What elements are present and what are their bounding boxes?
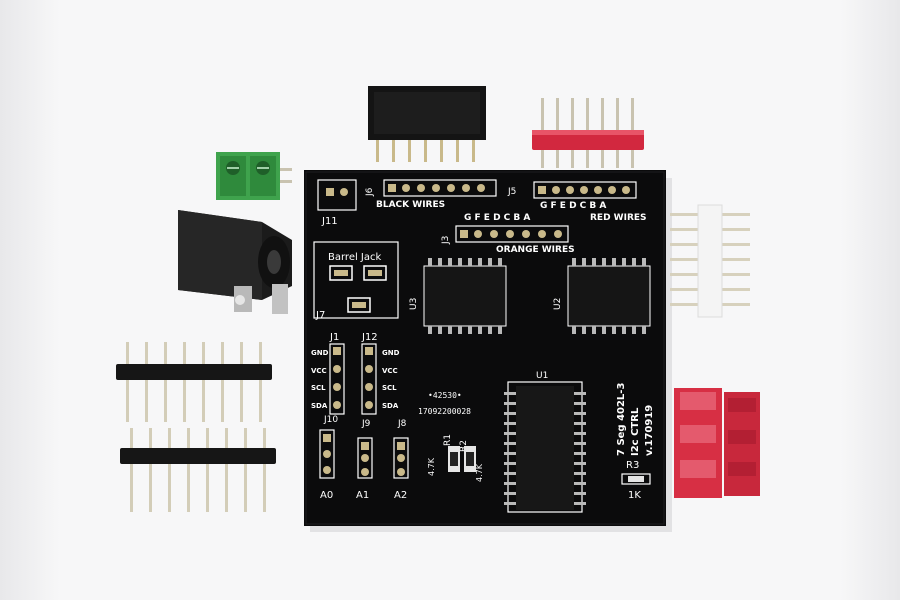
label-j9: J9	[361, 419, 371, 429]
label-black-wires: BLACK WIRES	[376, 200, 445, 210]
label-code-1: •42530•	[428, 391, 462, 400]
label-a1: A1	[356, 490, 369, 501]
pcb-board: J11 J6 BLACK WIRES J5 G F E D C B A RED …	[304, 170, 666, 526]
label-j8: J8	[397, 419, 407, 429]
label-j11: J11	[321, 216, 338, 227]
label-scl-left: SCL	[311, 384, 326, 392]
label-u1: U1	[536, 371, 548, 381]
label-orange-wires: ORANGE WIRES	[496, 245, 575, 255]
label-j5-letters: G F E D C B A	[540, 201, 606, 211]
label-gnd-left: GND	[311, 349, 329, 357]
label-scl-right: SCL	[382, 384, 397, 392]
label-red-wires: RED WIRES	[590, 213, 647, 223]
label-vcc-right: VCC	[382, 367, 398, 375]
white-pin-header	[670, 204, 750, 318]
label-j3: J3	[441, 236, 451, 245]
label-title-2: I2c CTRL	[630, 407, 641, 456]
label-title-3: v.170919	[644, 405, 655, 456]
label-r3-value: 1K	[628, 490, 641, 501]
label-sda-left: SDA	[311, 402, 328, 410]
label-title-1: 7 Seg 402L-3	[616, 383, 627, 456]
label-code-2: 17092200028	[418, 407, 471, 416]
label-j7: J7	[315, 310, 325, 321]
label-vcc-left: VCC	[311, 367, 327, 375]
label-j6: J6	[365, 187, 375, 197]
label-barrel-jack: Barrel Jack	[328, 252, 382, 263]
label-r3: R3	[626, 460, 639, 471]
long-pin-header-1	[116, 342, 272, 422]
label-r1-value: 4.7K	[427, 457, 436, 476]
barrel-jack	[178, 210, 292, 314]
label-j1: J1	[329, 332, 339, 343]
screw-terminal	[216, 152, 292, 200]
label-j5: J5	[507, 187, 516, 197]
label-sda-right: SDA	[382, 402, 399, 410]
label-j12: J12	[361, 332, 378, 343]
label-a2: A2	[394, 490, 407, 501]
female-header	[368, 86, 486, 162]
long-pin-header-2	[120, 428, 276, 512]
red-connector-housings	[674, 388, 760, 498]
label-r2-value: 4.7K	[475, 463, 484, 482]
label-r1: R1	[443, 434, 453, 446]
label-j10: J10	[323, 415, 338, 425]
label-a0: A0	[320, 490, 333, 501]
label-u3: U3	[409, 298, 419, 310]
label-j3-letters: G F E D C B A	[464, 213, 530, 223]
label-u2: U2	[553, 298, 563, 310]
label-gnd-right: GND	[382, 349, 400, 357]
red-pin-header	[532, 98, 644, 168]
